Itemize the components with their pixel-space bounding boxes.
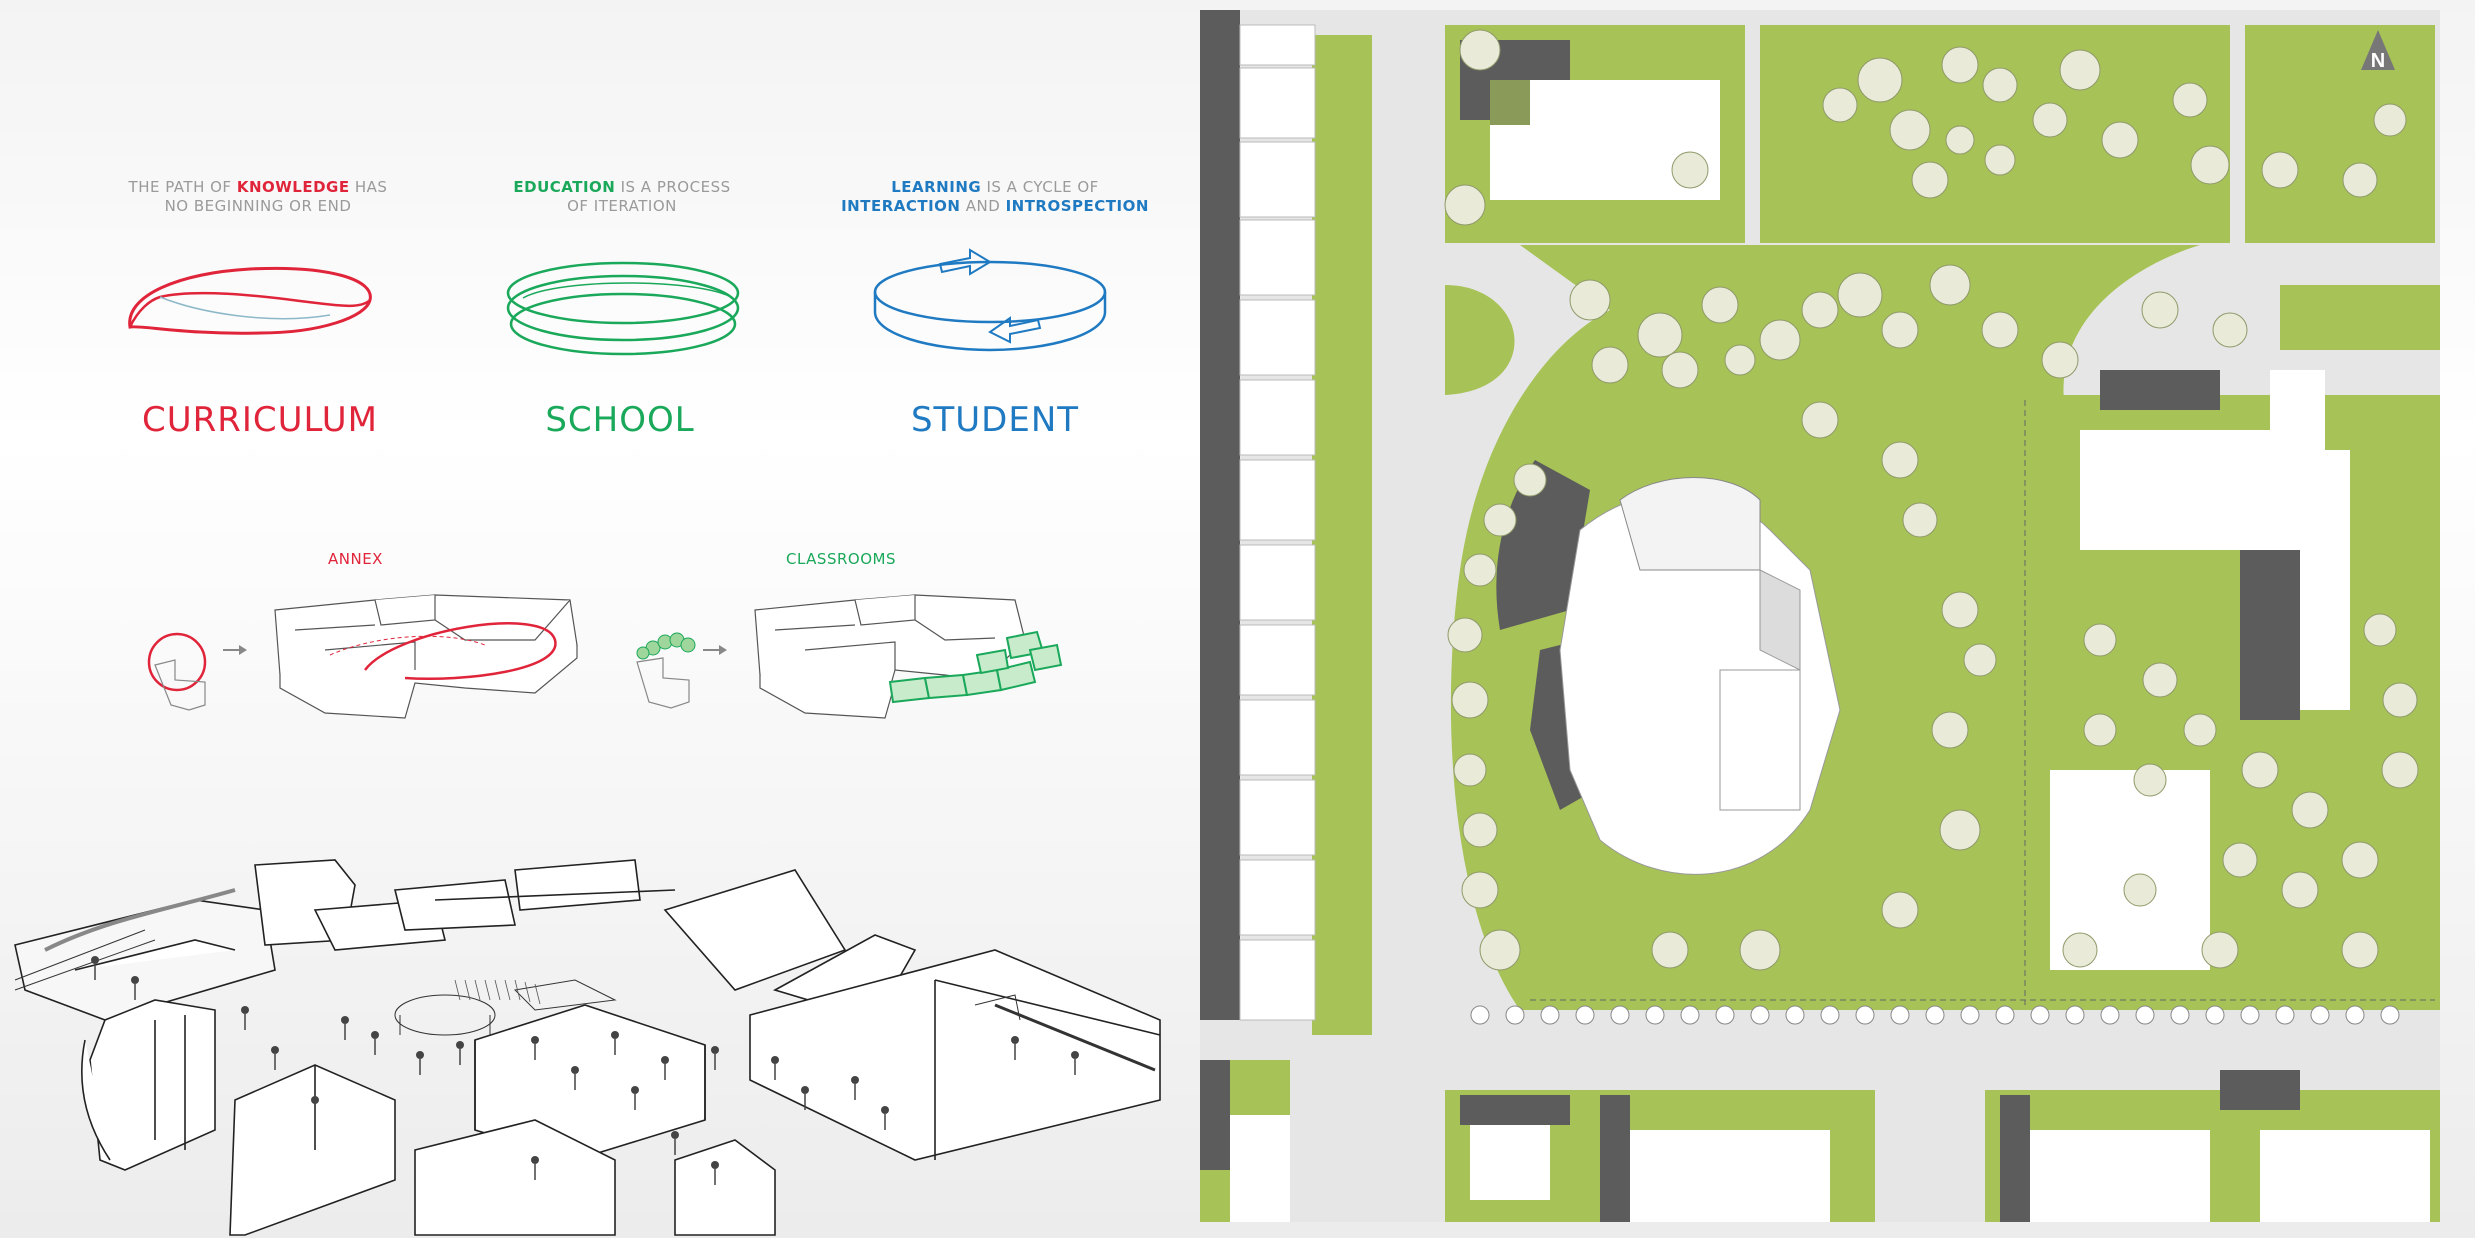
annex-label: ANNEX xyxy=(328,550,383,568)
spiral-ring-icon xyxy=(506,261,740,356)
building-roof xyxy=(2260,1130,2430,1222)
mobius-ring-icon xyxy=(128,266,372,335)
building-shadow xyxy=(1200,10,1240,1020)
student-caption: LEARNING IS A CYCLE OF INTERACTION AND I… xyxy=(835,178,1155,216)
curriculum-caption: THE PATH OF KNOWLEDGE HAS NO BEGINNING O… xyxy=(118,178,398,216)
building-roof xyxy=(1470,1125,1550,1200)
caption-text: NO BEGINNING OR END xyxy=(164,197,352,215)
north-arrow-icon: N xyxy=(2361,30,2395,72)
caption-text: OF ITERATION xyxy=(567,197,677,215)
curriculum-title: CURRICULUM xyxy=(142,400,378,440)
caption-emphasis: EDUCATION xyxy=(513,178,616,196)
caption-emphasis: LEARNING xyxy=(891,178,982,196)
caption-text: AND xyxy=(960,197,1006,215)
building-roof xyxy=(1630,1130,1830,1222)
row-house-roofs xyxy=(1239,24,1316,1021)
tree-canopies xyxy=(1444,29,2419,971)
building-roof xyxy=(2030,1130,2210,1222)
caption-emphasis: INTROSPECTION xyxy=(1005,197,1149,215)
caption-text: HAS xyxy=(349,178,388,196)
street-tree-row xyxy=(1470,1005,2400,1025)
building-roof xyxy=(1230,1115,1290,1222)
school-title: SCHOOL xyxy=(545,400,695,440)
lawn-block xyxy=(1760,25,2230,243)
caption-text: IS A PROCESS xyxy=(615,178,731,196)
student-title: STUDENT xyxy=(910,400,1080,440)
caption-emphasis: INTERACTION xyxy=(841,197,961,215)
north-label: N xyxy=(2371,50,2385,72)
site-plan: N xyxy=(1200,10,2440,1222)
annex-key-circle xyxy=(147,632,207,692)
lawn-block xyxy=(2245,25,2435,243)
lawn-block xyxy=(2280,285,2440,350)
classroom-key-icon xyxy=(636,632,696,709)
classrooms-label: CLASSROOMS xyxy=(786,550,896,568)
perspective-sketch xyxy=(14,859,1161,1236)
lawn-strip xyxy=(1312,35,1372,1035)
classrooms-massing-diagram xyxy=(636,594,1063,719)
caption-text: IS A CYCLE OF xyxy=(981,178,1099,196)
school-caption: EDUCATION IS A PROCESS OF ITERATION xyxy=(482,178,762,216)
cycle-ring-icon xyxy=(873,248,1107,352)
annex-massing-diagram xyxy=(147,594,578,719)
caption-emphasis: KNOWLEDGE xyxy=(236,178,350,196)
caption-text: THE PATH OF xyxy=(128,178,237,196)
